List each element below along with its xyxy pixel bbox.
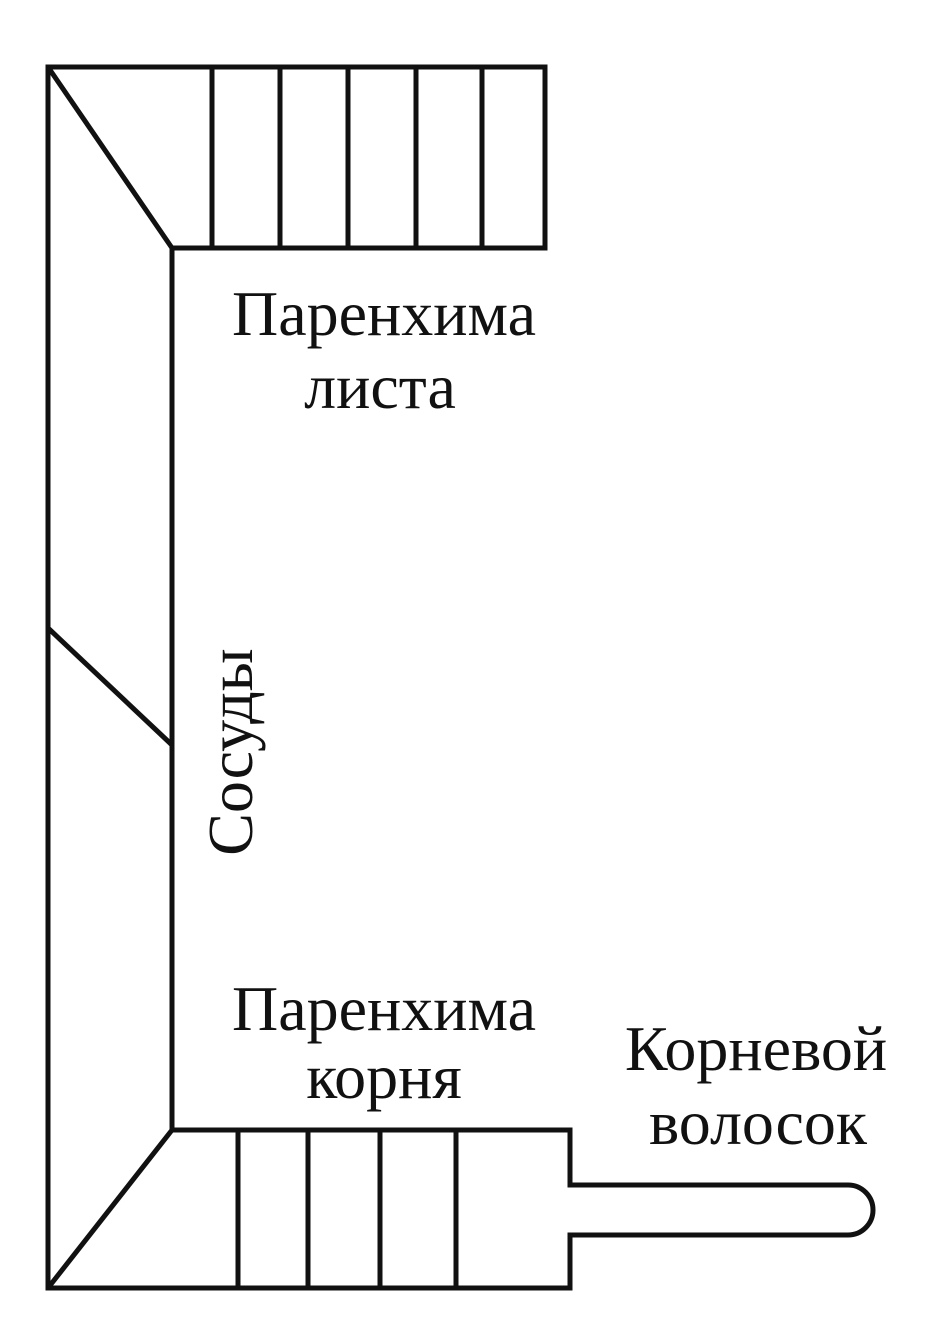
leaf-parenchyma-label-line1: Паренхима [232,278,536,349]
root-hair-label-line1: Корневой [625,1013,887,1084]
vessel-diagonal-middle [46,626,174,747]
root-parenchyma-label-line2: корня [306,1041,462,1112]
vessel-outline [45,64,876,1291]
vessel-diagonal-top [45,65,175,250]
root-parenchyma-label-line1: Паренхима [232,973,536,1044]
vessel-diagonal-bottom [46,1128,174,1290]
leaf-parenchyma-cells [209,67,485,248]
root-hair-label-line2: волосок [649,1087,868,1158]
vessels-label: Сосуды [195,648,266,855]
root-parenchyma-cells [235,1130,459,1288]
leaf-parenchyma-label-line2: листа [304,351,456,422]
